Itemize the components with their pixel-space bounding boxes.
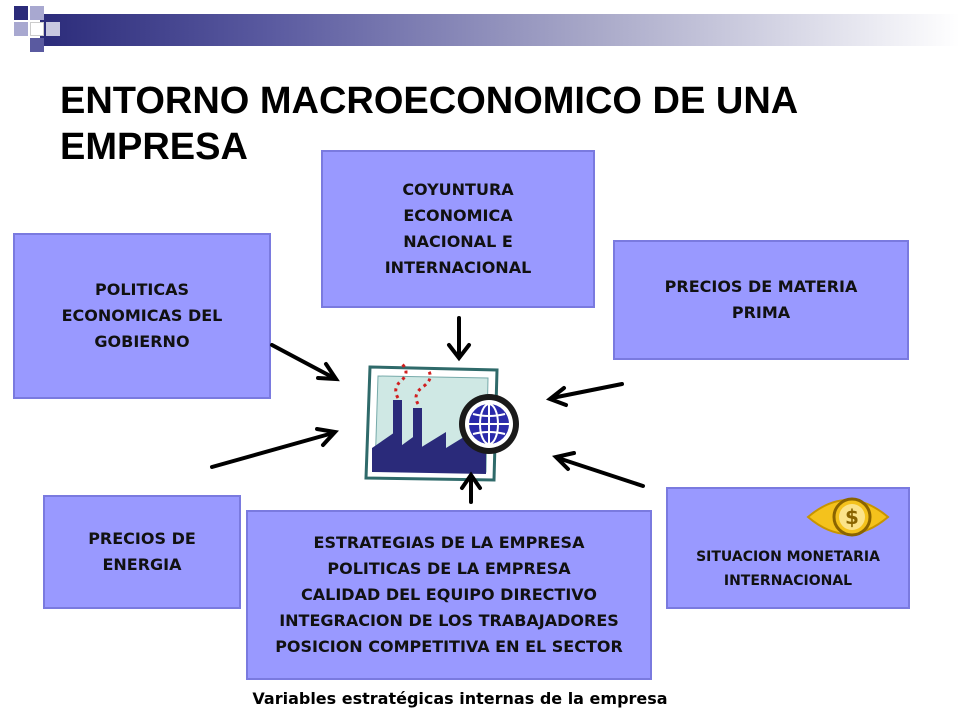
node-coyuntura-label: COYUNTURA ECONOMICA NACIONAL E INTERNACI… xyxy=(384,180,532,277)
arrow-situacion xyxy=(552,451,645,488)
arrow-estrategias xyxy=(460,471,482,504)
header-square xyxy=(14,6,28,20)
arrow-precios-materia xyxy=(545,382,624,407)
arrow-coyuntura xyxy=(447,316,471,362)
arrow-precios-energia xyxy=(210,427,339,469)
node-precios-energia: PRECIOS DE ENERGIA xyxy=(43,495,241,609)
node-precios-materia: PRECIOS DE MATERIA PRIMA xyxy=(613,240,909,360)
header-bar xyxy=(40,14,960,46)
header-square xyxy=(14,22,28,36)
node-coyuntura: COYUNTURA ECONOMICA NACIONAL E INTERNACI… xyxy=(321,150,595,308)
header-square xyxy=(30,22,44,36)
node-precios-energia-label: PRECIOS DE ENERGIA xyxy=(88,529,196,574)
node-precios-materia-label: PRECIOS DE MATERIA PRIMA xyxy=(664,277,858,322)
arrow-politicas xyxy=(270,343,340,382)
node-situacion-label: SITUACION MONETARIA INTERNACIONAL xyxy=(696,549,880,589)
header-square xyxy=(30,6,44,20)
node-politicas-label: POLITICAS ECONOMICAS DEL GOBIERNO xyxy=(61,280,223,351)
header-square xyxy=(46,22,60,36)
page-title: ENTORNO MACROECONOMICO DE UNA EMPRESA xyxy=(60,80,797,168)
header-square xyxy=(30,38,44,52)
node-estrategias: ESTRATEGIAS DE LA EMPRESA POLITICAS DE L… xyxy=(246,510,652,680)
node-estrategias-label: ESTRATEGIAS DE LA EMPRESA POLITICAS DE L… xyxy=(275,533,623,656)
caption: Variables estratégicas internas de la em… xyxy=(252,689,668,708)
node-politicas: POLITICAS ECONOMICAS DEL GOBIERNO xyxy=(13,233,271,399)
node-situacion: SITUACION MONETARIA INTERNACIONAL xyxy=(666,487,910,609)
